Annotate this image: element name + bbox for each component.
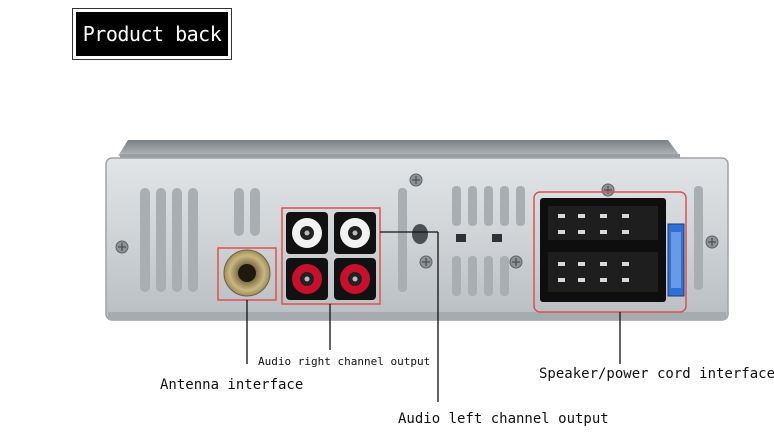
title-badge: Product back	[72, 8, 232, 60]
leader-lines	[246, 231, 621, 402]
audio-left-label: Audio left channel output	[398, 411, 609, 427]
antenna-label: Antenna interface	[160, 377, 304, 393]
iso-connector	[533, 191, 687, 313]
rca-jacks	[281, 207, 381, 305]
page-title: Product back	[76, 12, 228, 56]
audio-right-label: Audio right channel output	[258, 355, 431, 368]
chassis-top	[118, 140, 680, 160]
vent-slots	[140, 186, 703, 296]
speaker-power-label: Speaker/power cord interface	[539, 366, 774, 382]
antenna-socket	[217, 247, 277, 301]
